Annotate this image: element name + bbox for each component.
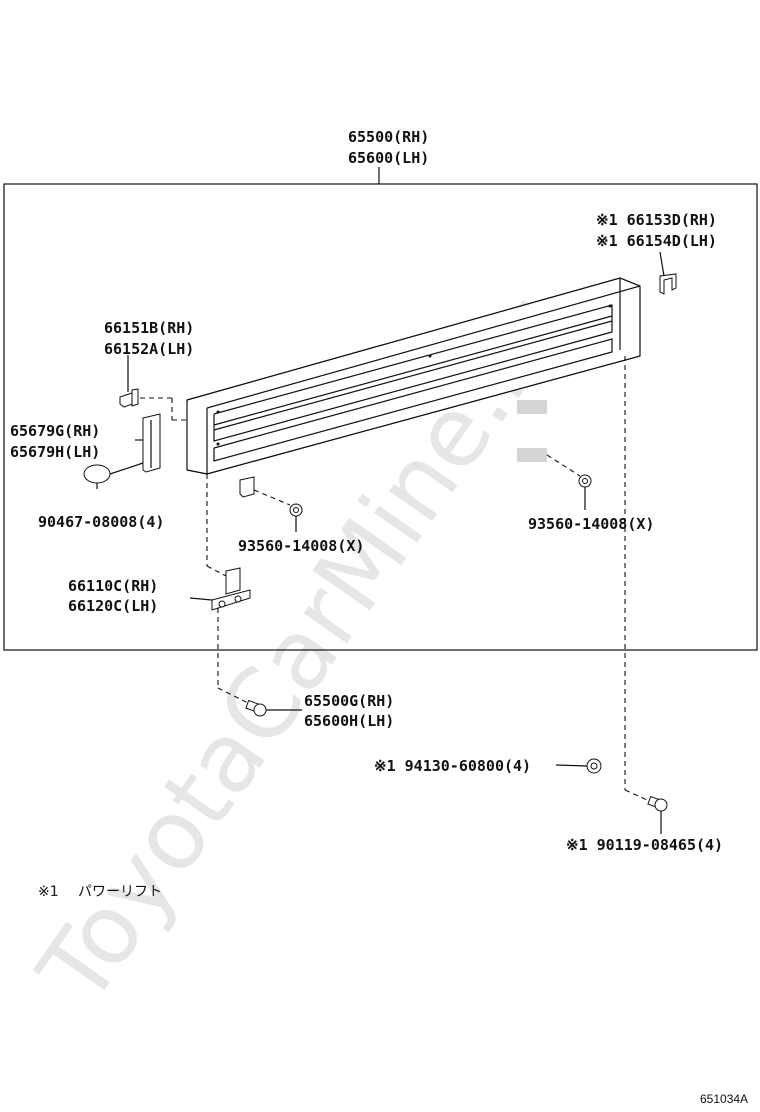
bracket-part: [119, 388, 139, 408]
label-plate-2: [517, 448, 547, 462]
nut-part: [586, 758, 602, 774]
legend-text: パワーリフト: [78, 884, 162, 900]
label-bracket-lh: 66152A(LH): [104, 340, 194, 358]
label-clip: 90467-08008(4): [38, 513, 164, 531]
bolt-left-part: [245, 699, 267, 717]
label-hinge-right-lh: ※1 66154D(LH): [596, 232, 717, 250]
label-panel-lh: 65600(LH): [348, 149, 429, 167]
hinge-left-part: [211, 567, 251, 611]
label-bolt-lh: 65600H(LH): [304, 712, 394, 730]
hinge-right-part: [659, 273, 677, 295]
label-stay-rh: 65679G(RH): [10, 422, 100, 440]
label-hinge-left-rh: 66110C(RH): [68, 577, 158, 595]
clip-part: [83, 464, 111, 489]
label-bracket-rh: 66151B(RH): [104, 319, 194, 337]
tailgate-panel-shape: [186, 277, 641, 475]
stay-part: [135, 413, 161, 473]
label-screw-right: 93560-14008(X): [528, 515, 654, 533]
label-bolt2: ※1 90119-08465(4): [566, 836, 723, 854]
label-nut: ※1 94130-60800(4): [374, 757, 531, 775]
diagram-code: 651034A: [700, 1092, 748, 1106]
legend-mark: ※1: [38, 884, 59, 900]
screw-right-part: [578, 474, 592, 488]
label-bolt-rh: 65500G(RH): [304, 692, 394, 710]
label-hinge-right-rh: ※1 66153D(RH): [596, 211, 717, 229]
label-screw-center: 93560-14008(X): [238, 537, 364, 555]
label-hinge-left-lh: 66120C(LH): [68, 597, 158, 615]
screw-center-part: [289, 503, 303, 517]
bolt-right-part: [647, 795, 668, 812]
center-bracket-part: [239, 476, 255, 498]
assembly-frame: [3, 183, 758, 651]
label-plate-1: [517, 400, 547, 414]
label-stay-lh: 65679H(LH): [10, 443, 100, 461]
label-panel-rh: 65500(RH): [348, 128, 429, 146]
